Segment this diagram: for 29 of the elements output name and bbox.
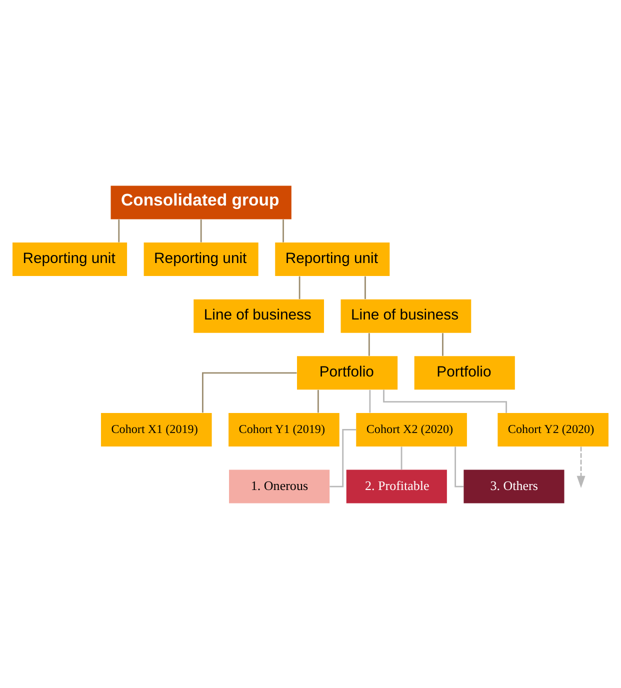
node-box: Cohort Y2 (2020) <box>498 412 608 446</box>
node-box: Cohort X2 (2020) <box>356 412 467 446</box>
connector <box>317 389 319 412</box>
node-box: Cohort Y1 (2019) <box>228 412 340 446</box>
node-box: Reporting unit <box>12 242 128 276</box>
node-box: 1. Onerous <box>229 469 330 503</box>
node-box: Reporting unit <box>275 242 390 276</box>
node-box: Consolidated group <box>110 185 292 219</box>
connector <box>369 389 371 412</box>
arrow <box>576 446 586 488</box>
connector <box>282 219 284 242</box>
connector <box>383 389 507 412</box>
node-box: 3. Others <box>464 469 564 503</box>
connector <box>442 332 444 356</box>
connector <box>454 446 464 487</box>
connector <box>200 219 202 242</box>
connector <box>364 276 366 299</box>
connector <box>298 276 300 299</box>
node-box: Portfolio <box>414 356 515 390</box>
node-box: Reporting unit <box>144 242 258 276</box>
connector <box>202 372 297 412</box>
node-box: 2. Profitable <box>346 469 447 503</box>
node-box: Portfolio <box>297 356 398 390</box>
node-box: Line of business <box>194 298 324 332</box>
connector <box>118 219 120 242</box>
connector <box>400 446 402 469</box>
connector <box>368 332 370 356</box>
node-box: Line of business <box>340 298 472 332</box>
node-box: Cohort X1 (2019) <box>100 412 212 446</box>
